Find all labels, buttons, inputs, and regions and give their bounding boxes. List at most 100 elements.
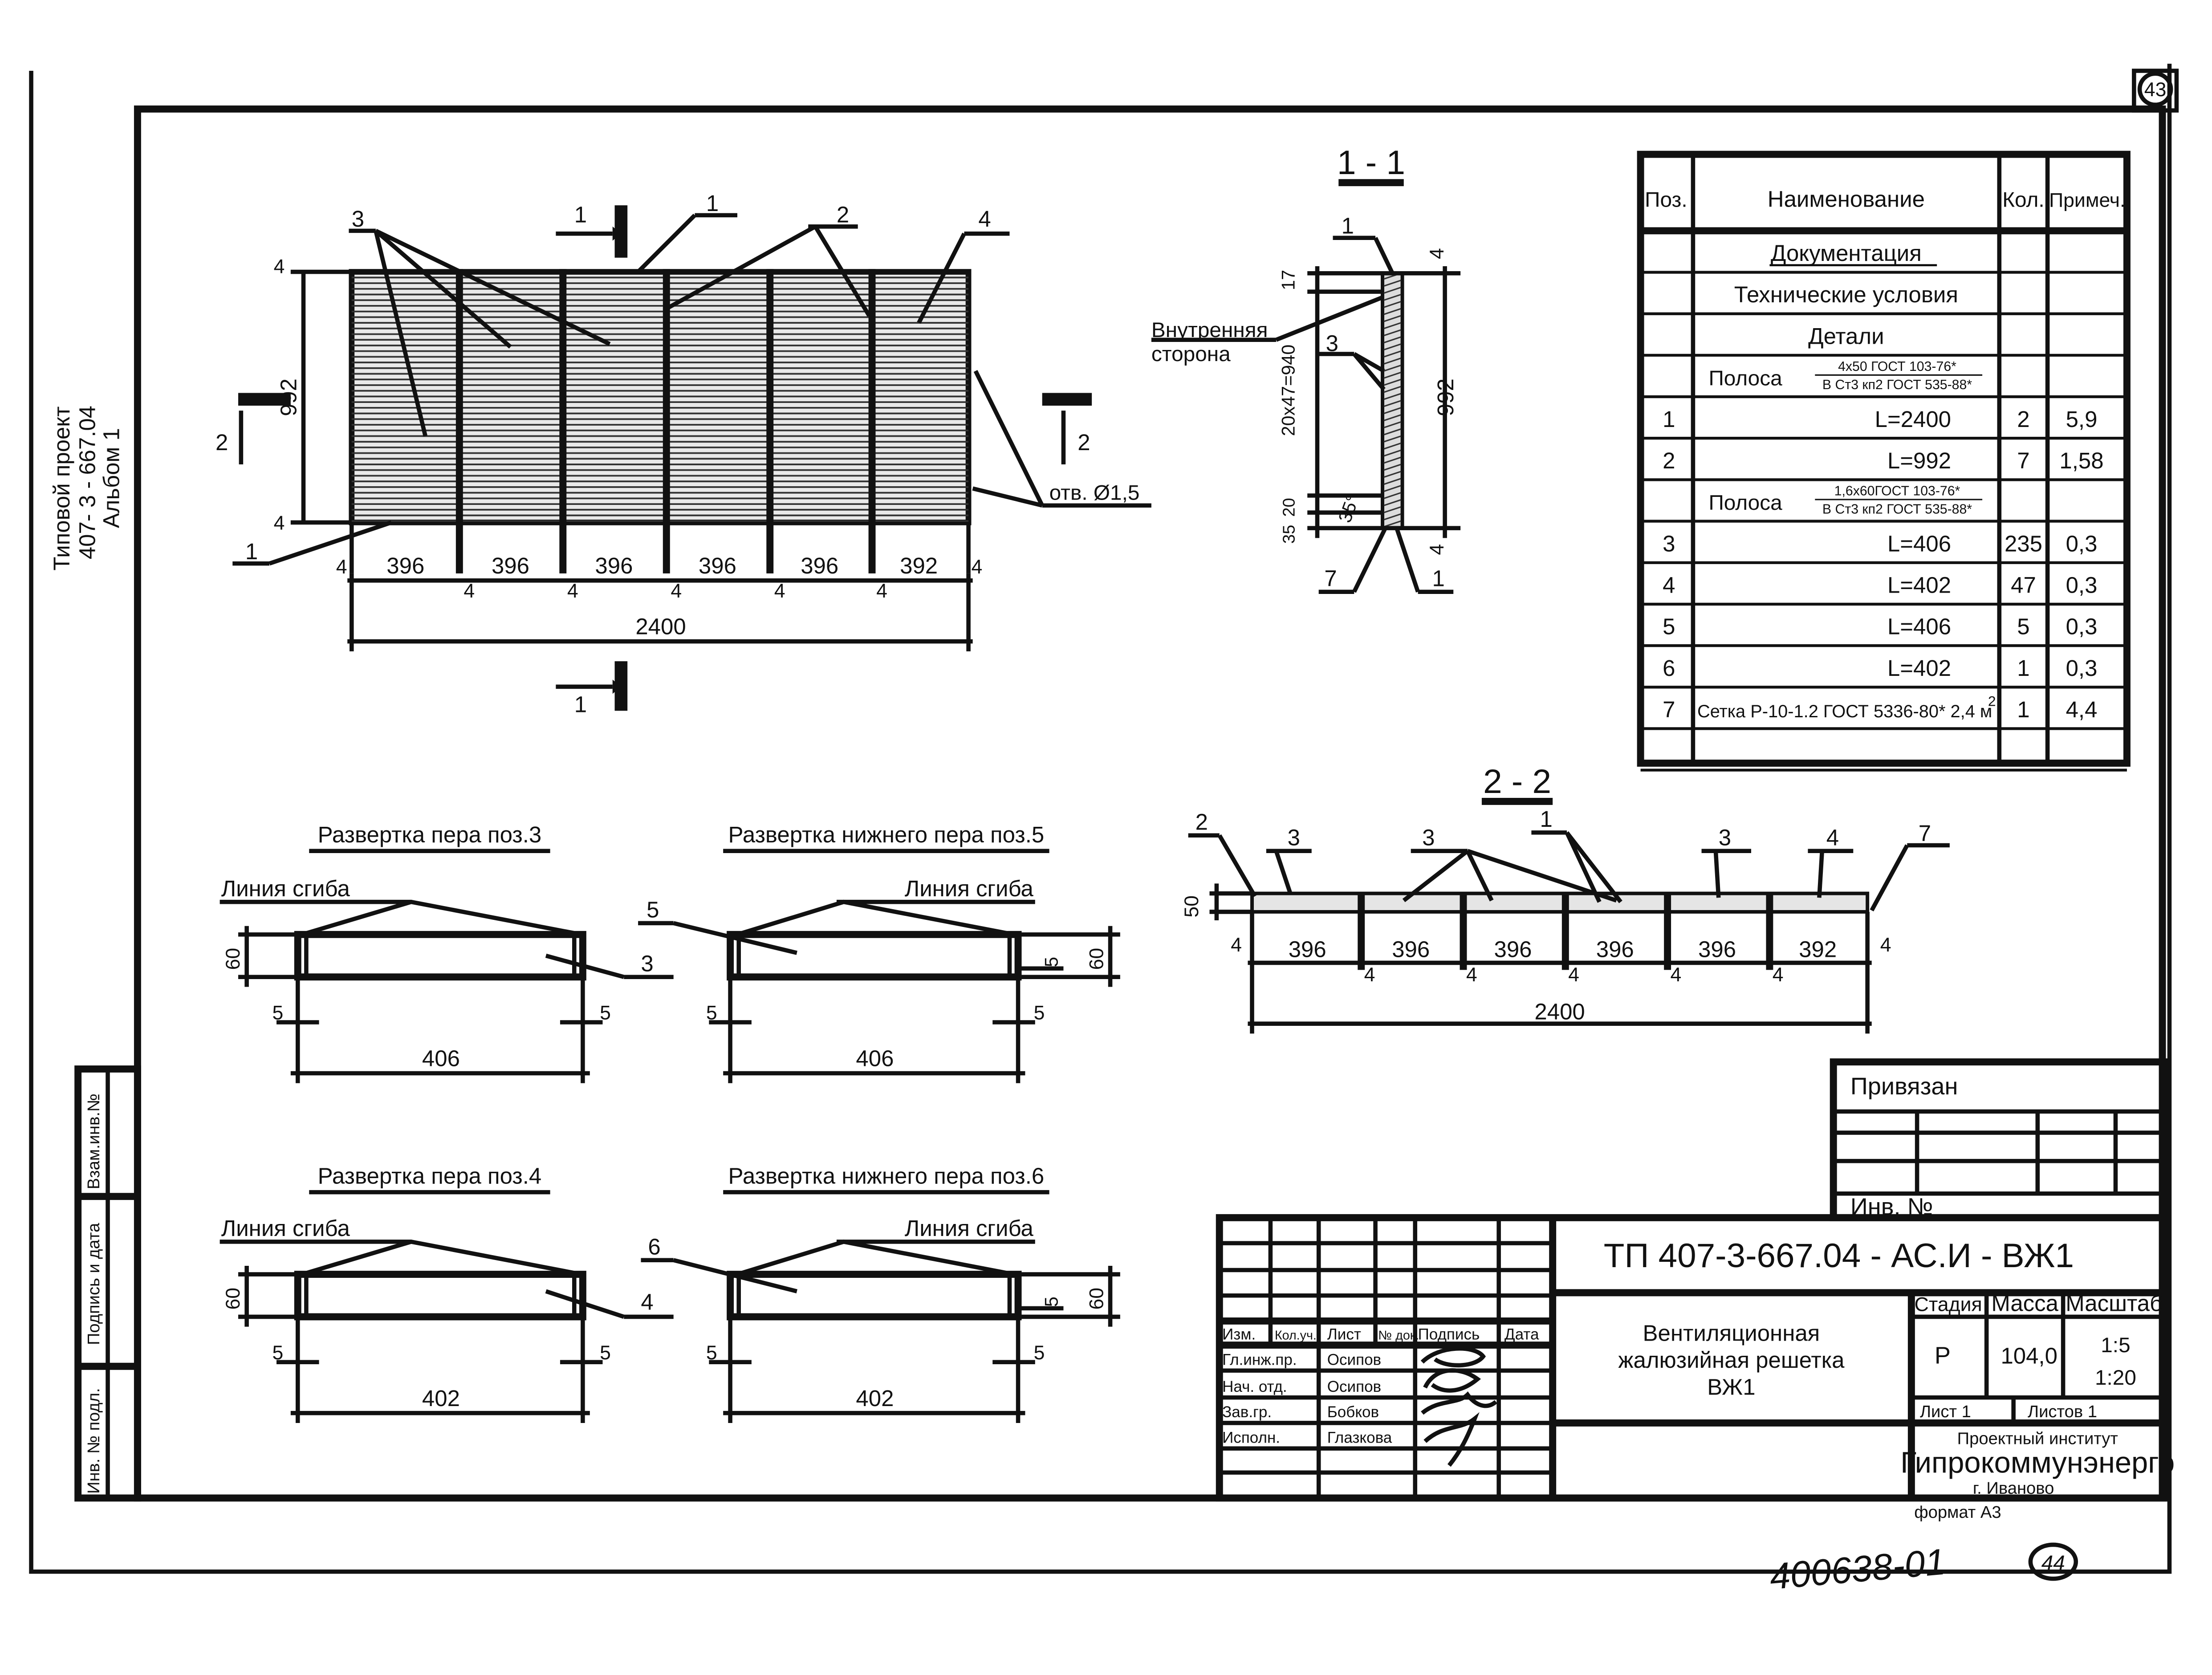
section-hatch-line: [1383, 386, 1401, 393]
name-4: Глазкова: [1327, 1429, 1392, 1446]
section-hatch-line: [1383, 414, 1401, 421]
dev3-pos: 3: [641, 951, 653, 976]
section-hatch-line: [1383, 293, 1401, 301]
hole-label: отв. Ø1,5: [1049, 481, 1140, 505]
title-line3: ВЖ1: [1707, 1374, 1755, 1399]
section-hatch-line: [1383, 442, 1401, 450]
section-hatch-line: [1383, 280, 1401, 287]
left-stamp: Взам.инв.№ Подпись и дата Инв. № подл.: [74, 1065, 141, 1502]
cut-2-left: 2: [216, 430, 228, 455]
spec-name: L=402: [1887, 655, 1951, 681]
spec-row: Технические условия: [1640, 282, 2127, 315]
hdr-izm: Изм.: [1222, 1325, 1256, 1343]
dev3-bend: Линия сгиба: [221, 876, 350, 901]
section-hatch-line: [1383, 322, 1401, 329]
dev5-edge-right: 5: [1034, 1002, 1045, 1024]
main-gap-5: 4: [774, 580, 785, 602]
title-line2: жалюзийная решетка: [1618, 1347, 1845, 1373]
main-gap-1: 4: [336, 556, 347, 578]
dev3-width: 406: [422, 1046, 460, 1071]
dev5-inner: 5: [1041, 957, 1062, 967]
institute-line2: Гипрокоммунэнерго: [1900, 1446, 2175, 1479]
spec-sub1: 1,6x60ГОСТ 103-76*: [1834, 484, 1960, 498]
stage-label: Стадия: [1915, 1294, 1982, 1316]
project-side-label: Типовой проект 407- 3 - 667.04 Альбом 1: [49, 406, 124, 570]
section-hatch-line: [1383, 435, 1401, 443]
role-1: Гл.инж.пр.: [1222, 1351, 1297, 1369]
spec-header-pos: Поз.: [1645, 188, 1687, 211]
hdr-list: Лист: [1327, 1325, 1361, 1343]
sec22-callout-4: 4: [1826, 825, 1839, 850]
main-gap-4: 4: [671, 580, 682, 602]
section-hatch-line: [1383, 492, 1401, 499]
dev4-pos: 4: [641, 1289, 653, 1315]
sec22-gap-left: 4: [1231, 934, 1242, 956]
section-hatch-line: [1383, 471, 1401, 478]
svg-text:43: 43: [2144, 79, 2167, 101]
sec22-gap-2: 4: [1364, 964, 1375, 986]
spec-pos: 1: [1663, 407, 1675, 432]
section-2-2: 2 - 2 50 396 396 396 396 396 392 4 4 4 4…: [1181, 763, 1950, 1034]
section-hatch-line: [1383, 378, 1401, 386]
sec22-gap-4: 4: [1568, 964, 1579, 986]
sec11-callout-1b: 1: [1432, 566, 1444, 591]
dev4-edge-right: 5: [600, 1342, 611, 1364]
sec11-callout-3: 3: [1326, 331, 1338, 356]
dev5-pos: 5: [647, 897, 659, 923]
name-3: Бобков: [1327, 1403, 1379, 1421]
main-seg-6: 392: [900, 553, 938, 578]
spec-note: 0,3: [2066, 614, 2098, 639]
sec22-total: 2400: [1534, 999, 1585, 1025]
section-hatch-line: [1383, 428, 1401, 435]
sec11-callout-1a: 1: [1342, 213, 1354, 239]
spec-row: Детали: [1640, 323, 2127, 357]
dev3-edge-left: 5: [272, 1002, 283, 1024]
dev5-height: 60: [1086, 948, 1108, 970]
sec22-seg-1: 396: [1289, 937, 1326, 962]
dev6-height: 60: [1086, 1288, 1108, 1310]
dev4-bend: Линия сгиба: [221, 1216, 350, 1241]
scale-1: 1:5: [2101, 1333, 2130, 1357]
stamp-vzam: Взам.инв.№: [84, 1094, 103, 1189]
section-hatch-line: [1383, 513, 1401, 520]
sheet-label: Лист 1: [1920, 1402, 1971, 1421]
mass-value: 104,0: [2001, 1343, 2057, 1368]
stamp-inv: Инв. № подл.: [84, 1388, 103, 1494]
spec-pos: 2: [1663, 448, 1675, 473]
spec-qty: 5: [2017, 614, 2029, 639]
spec-note: 5,9: [2066, 407, 2098, 432]
sheet-number-top: 43: [2137, 71, 2173, 107]
spec-name: Технические условия: [1734, 282, 1958, 307]
dev6-pos: 6: [648, 1234, 660, 1260]
sec22-seg-5: 396: [1698, 937, 1736, 962]
sec22-seg-2: 396: [1392, 937, 1430, 962]
section-hatch-line: [1383, 499, 1401, 506]
spec-name: Сетка Р-10-1.2 ГОСТ 5336-80* 2,4 м: [1697, 702, 1992, 721]
development-pos6: Развертка нижнего пера поз.6 Линия сгиба…: [641, 1163, 1120, 1423]
section-hatch-line: [1383, 393, 1401, 400]
role-4: Исполн.: [1222, 1429, 1280, 1446]
section-1-1-title: 1 - 1: [1337, 144, 1405, 182]
scale-2: 1:20: [2095, 1366, 2136, 1390]
section-hatch-line: [1383, 421, 1401, 428]
spec-qty: 1: [2017, 655, 2029, 681]
dev6-inner: 5: [1041, 1297, 1062, 1307]
dev3-title: Развертка пера поз.3: [318, 822, 542, 847]
dev6-edge-left: 5: [706, 1342, 717, 1364]
sec22-callout-3b: 3: [1422, 825, 1435, 850]
section-hatch-line: [1383, 463, 1401, 471]
institute-line1: Проектный институт: [1957, 1429, 2118, 1448]
spec-name: Полоса: [1708, 491, 1782, 515]
section-hatch-line: [1383, 364, 1401, 372]
spec-qty: 235: [2005, 531, 2042, 556]
spec-sub2: В Ст3 кп2 ГОСТ 535-88*: [1822, 378, 1972, 392]
section-hatch-line: [1383, 308, 1401, 315]
scale-label: Масштаб: [2066, 1291, 2163, 1316]
cut-2-right: 2: [1078, 430, 1090, 455]
spec-name: Полоса: [1708, 367, 1782, 390]
main-callout-4: 4: [978, 206, 991, 232]
name-2: Осипов: [1327, 1378, 1381, 1395]
